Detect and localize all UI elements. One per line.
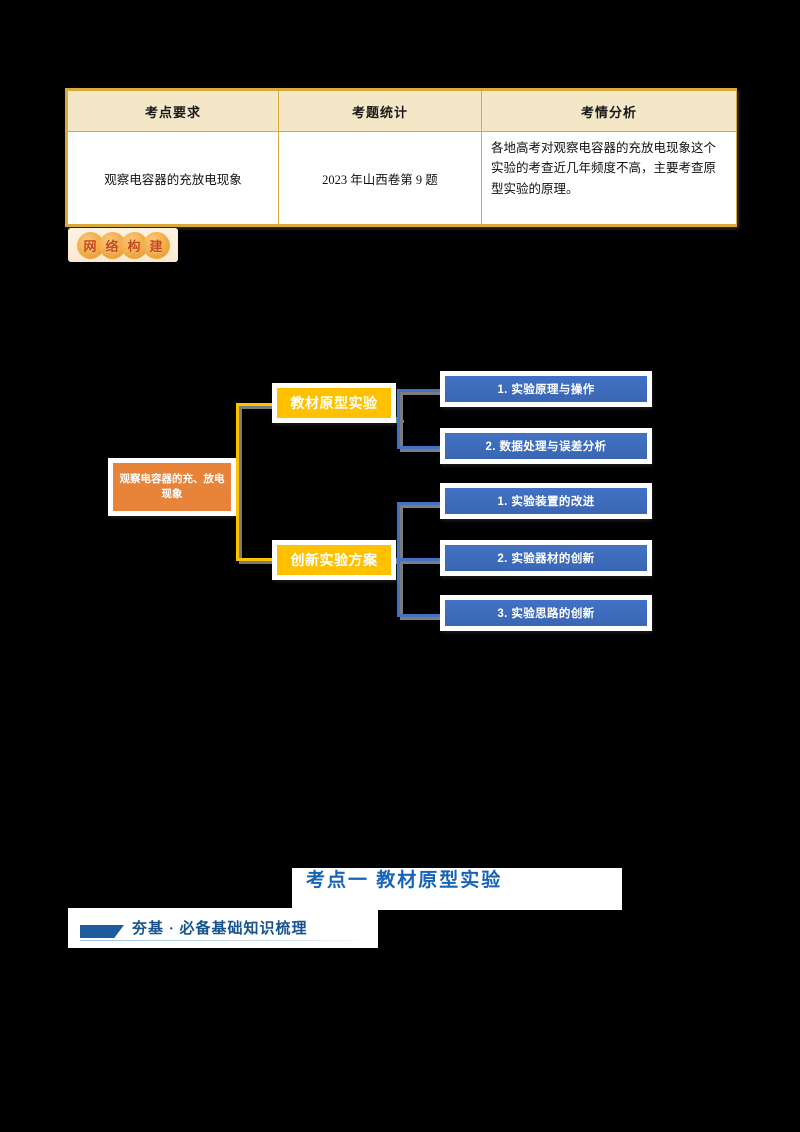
badge-circle-group: 网 络 构 建 — [76, 231, 170, 259]
connector-branch2-to-leaf3 — [397, 502, 443, 505]
hangji-heading-banner: 夯基 · 必备基础知识梳理 — [68, 908, 378, 948]
kaodian-heading-banner: 考点一 教材原型实验 — [292, 868, 622, 910]
badge-char-2: 络 — [98, 231, 126, 259]
mindmap-leaf-idea-innovation[interactable]: 3. 实验思路的创新 — [440, 595, 652, 631]
kaodian-heading-text: 考点一 教材原型实验 — [306, 870, 503, 891]
table-row: 观察电容器的充放电现象 2023 年山西卷第 9 题 各地高考对观察电容器的充放… — [67, 131, 737, 225]
mindmap-leaf-apparatus-improvement[interactable]: 1. 实验装置的改进 — [440, 483, 652, 519]
connector-branch1-to-leaf2 — [397, 446, 443, 449]
connector-shadow-b2-c — [400, 617, 444, 620]
mindmap-leaf-label-1: 1. 实验原理与操作 — [445, 376, 647, 402]
column-header-requirement: 考点要求 — [67, 90, 279, 132]
connector-root-to-branch1 — [236, 403, 274, 406]
connector-shadow-spacer — [400, 392, 444, 395]
exam-summary-table: 考点要求 考题统计 考情分析 观察电容器的充放电现象 2023 年山西卷第 9 … — [65, 88, 737, 227]
mindmap: 观察电容器的充、放电现象 教材原型实验 创新实验方案 1. 实验原理与操作 2.… — [100, 360, 670, 650]
connector-shadow-root-top — [239, 406, 275, 409]
mindmap-leaf-label-4: 2. 实验器材的创新 — [445, 545, 647, 571]
connector-shadow-root-bottom — [239, 561, 275, 564]
column-header-analysis: 考情分析 — [481, 90, 737, 132]
parallelogram-marker-icon — [80, 925, 124, 938]
connector-shadow-b2-a — [400, 561, 444, 564]
connector-shadow-b2-a2 — [400, 505, 444, 508]
connector-branch1-to-leaf1 — [397, 389, 443, 392]
mindmap-leaf-label-3: 1. 实验装置的改进 — [445, 488, 647, 514]
mindmap-branch-textbook-experiment[interactable]: 教材原型实验 — [272, 383, 396, 423]
table-header-row: 考点要求 考题统计 考情分析 — [67, 90, 737, 132]
connector-root-to-branch2 — [236, 558, 274, 561]
connector-branch2-to-leaf4 — [397, 558, 443, 561]
hangji-underline-divider — [80, 940, 368, 941]
cell-analysis: 各地高考对观察电容器的充放电现象这个实验的考查近几年频度不高，主要考查原型实验的… — [481, 131, 737, 225]
connector-shadow-b1-b — [400, 449, 444, 452]
connector-branch2-to-leaf5 — [397, 614, 443, 617]
hangji-heading-text: 夯基 · 必备基础知识梳理 — [132, 921, 308, 937]
mindmap-root-node[interactable]: 观察电容器的充、放电现象 — [108, 458, 236, 516]
cell-statistics: 2023 年山西卷第 9 题 — [278, 131, 482, 225]
network-construction-badge: 网 络 构 建 — [68, 228, 178, 262]
mindmap-root-label: 观察电容器的充、放电现象 — [113, 463, 231, 511]
mindmap-branch-label-2: 创新实验方案 — [277, 545, 391, 575]
mindmap-leaf-equipment-innovation[interactable]: 2. 实验器材的创新 — [440, 540, 652, 576]
mindmap-leaf-data-error-analysis[interactable]: 2. 数据处理与误差分析 — [440, 428, 652, 464]
mindmap-branch-innovative-scheme[interactable]: 创新实验方案 — [272, 540, 396, 580]
mindmap-leaf-label-5: 3. 实验思路的创新 — [445, 600, 647, 626]
mindmap-branch-label-1: 教材原型实验 — [277, 388, 391, 418]
cell-requirement: 观察电容器的充放电现象 — [67, 131, 279, 225]
badge-char-4: 建 — [142, 231, 170, 259]
column-header-statistics: 考题统计 — [278, 90, 482, 132]
mindmap-leaf-principle-operation[interactable]: 1. 实验原理与操作 — [440, 371, 652, 407]
mindmap-leaf-label-2: 2. 数据处理与误差分析 — [445, 433, 647, 459]
